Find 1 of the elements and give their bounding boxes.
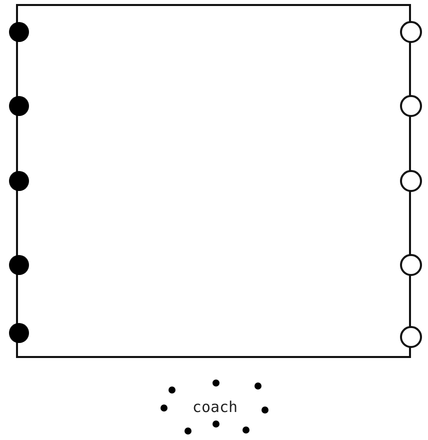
coach-label: coach <box>192 398 238 416</box>
